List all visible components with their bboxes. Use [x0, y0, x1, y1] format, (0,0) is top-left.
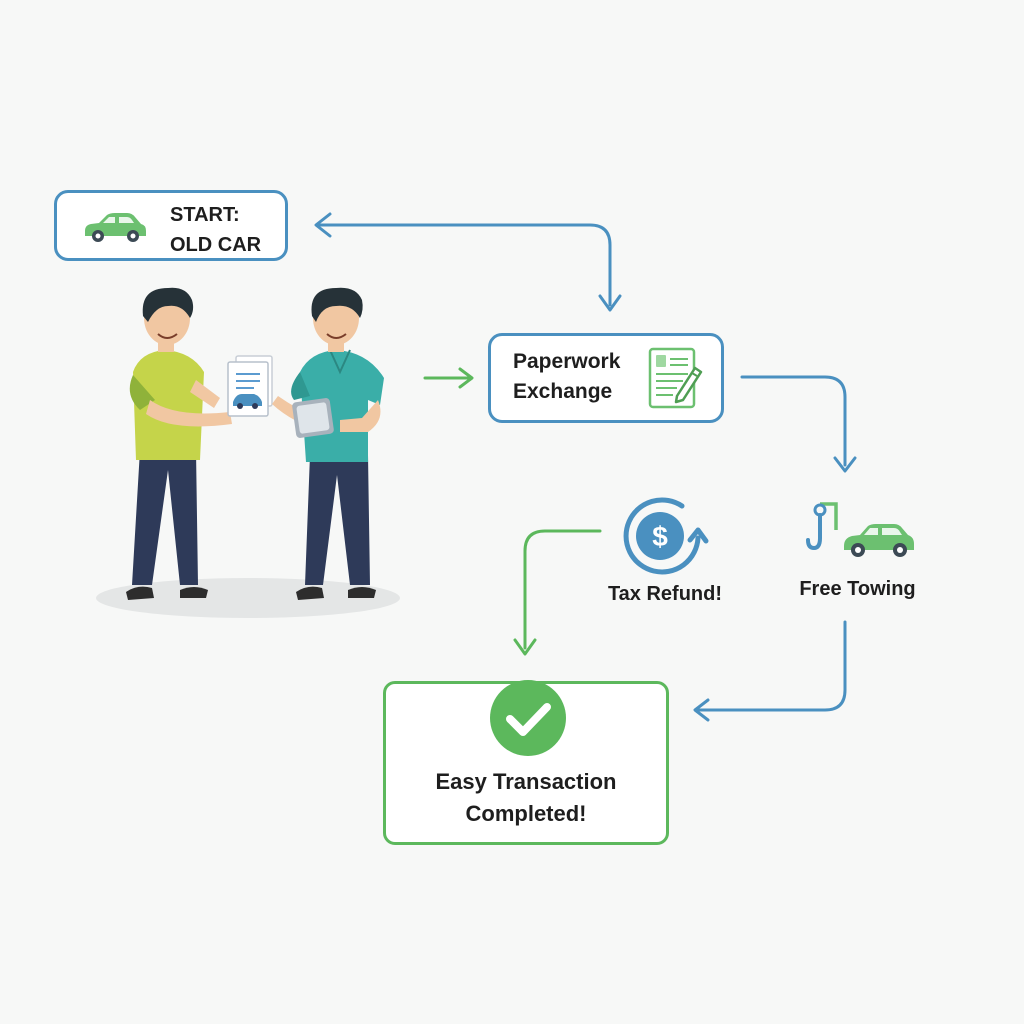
tax-refund-label: Tax Refund!: [607, 583, 723, 605]
person-right: [272, 287, 384, 600]
start-line1: START:: [170, 204, 240, 226]
paperwork-node: [488, 333, 724, 423]
arrow-start-loop: [316, 223, 612, 307]
complete-label: Easy Transaction Completed!: [385, 766, 667, 830]
paperwork-label: Paperwork Exchange: [513, 347, 643, 407]
start-node: [54, 190, 288, 261]
paperwork-line1: Paperwork: [513, 350, 621, 373]
car-icon: [85, 213, 146, 242]
complete-line2: Completed!: [465, 801, 587, 826]
start-line2: OLD CAR: [170, 234, 262, 256]
checkmark-icon: [490, 680, 566, 756]
person-left: [126, 287, 232, 600]
people-illustration: [96, 287, 400, 618]
svg-text:$: $: [652, 521, 668, 552]
document-icon: [227, 355, 273, 417]
arrow-tax-to-complete: [523, 529, 602, 650]
complete-line1: Easy Transaction: [435, 769, 617, 794]
arrow-to-towing: [740, 375, 847, 467]
tow-truck-icon: [806, 502, 914, 557]
document-pen-icon: [648, 347, 703, 409]
free-towing-label: Free Towing: [799, 578, 916, 600]
dollar-refresh-icon: $: [623, 497, 709, 575]
paperwork-line2: Exchange: [513, 380, 613, 403]
start-label: START: OLD CAR: [170, 200, 280, 260]
arrow-towing-to-complete: [695, 620, 847, 712]
